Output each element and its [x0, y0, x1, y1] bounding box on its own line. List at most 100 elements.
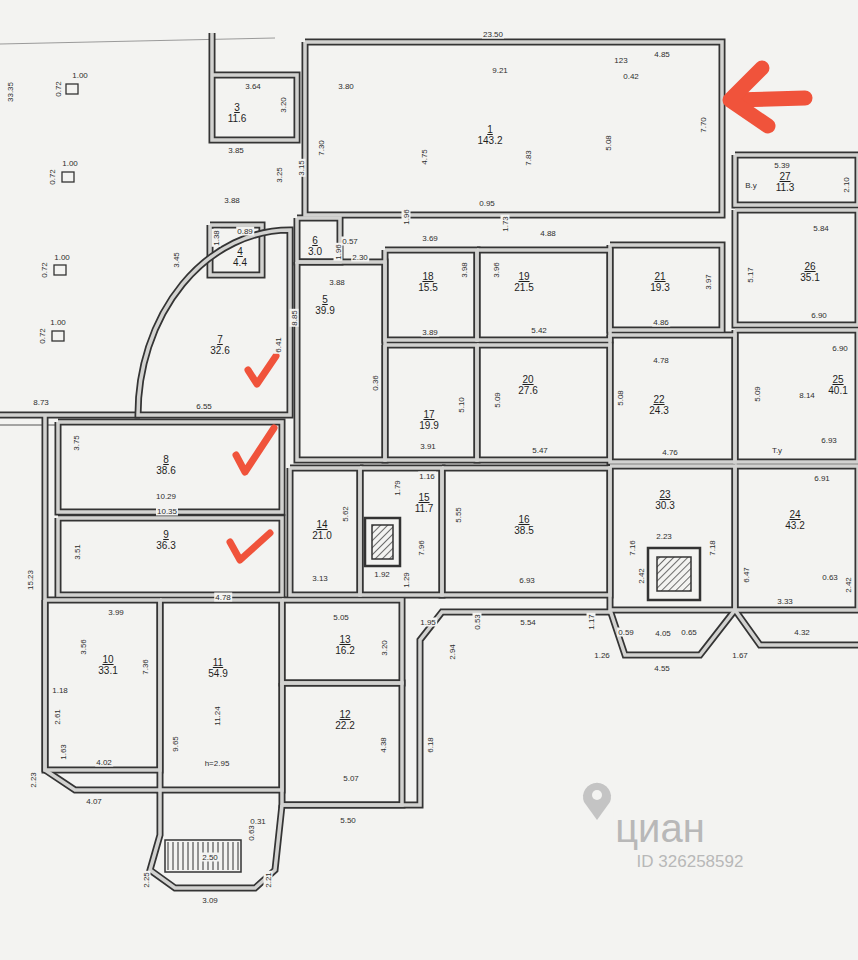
column [54, 265, 66, 275]
dimension: 5.54 [519, 618, 537, 627]
wall [610, 335, 735, 462]
dimension: 0.59 [617, 628, 635, 637]
room-height: h=2.95 [204, 759, 231, 768]
dimension: 6.91 [813, 474, 831, 483]
room-area: 11.7 [415, 503, 434, 514]
dimension: 2.23 [655, 532, 673, 541]
wall-fill [290, 468, 360, 595]
dimension: 2.25 [142, 871, 151, 889]
dimension: 3.99 [107, 608, 125, 617]
wall [282, 612, 610, 805]
dimension: 6.47 [742, 566, 751, 584]
wall-fill [735, 466, 858, 610]
room-label: 1143.2 [477, 124, 502, 146]
dimension: 5.50 [339, 816, 357, 825]
room-label: 1421.0 [312, 519, 331, 541]
room-label: 732.6 [210, 334, 229, 356]
wall-fill [160, 600, 282, 790]
dimension: 3.96 [492, 261, 501, 279]
room-number: 10 [98, 654, 117, 665]
dimension: 4.55 [653, 664, 671, 673]
dimension: 3.88 [328, 278, 346, 287]
arrow-mark [733, 98, 805, 100]
wall [610, 466, 735, 610]
dimension: 8.14 [798, 391, 816, 400]
room-mark: В.у [744, 181, 758, 190]
dimension: 3.20 [279, 96, 288, 114]
watermark: ID 326258592 [635, 852, 746, 872]
stair-tread [168, 842, 169, 870]
dimension: 3.75 [72, 434, 81, 452]
dimension: 1.00 [61, 159, 79, 168]
wall [150, 790, 282, 888]
room-number: 8 [156, 454, 175, 465]
wall-fill [282, 612, 610, 805]
dimension: 3.69 [421, 234, 439, 243]
dimension: 6.90 [831, 344, 849, 353]
room-area: 40.1 [828, 385, 847, 396]
wall [58, 422, 282, 512]
dimension: 1.95 [419, 618, 437, 627]
room: 936.3 [58, 518, 282, 595]
wall [477, 250, 610, 340]
dimension: 7.16 [628, 539, 637, 557]
dimension: 0.36 [371, 374, 380, 392]
room-number: 7 [210, 334, 229, 345]
room-area: 11.6 [228, 113, 247, 124]
room-number: 4 [233, 246, 247, 257]
dimension: 7.70 [699, 116, 708, 134]
dimension: 5.62 [341, 505, 350, 523]
dimension: 5.47 [531, 446, 549, 455]
dimension: 5.55 [454, 506, 463, 524]
room: 732.6 [138, 230, 290, 415]
dimension: 0.57 [341, 237, 359, 246]
room-number: 1 [477, 124, 502, 135]
room-area: 39.9 [315, 305, 334, 316]
wall [442, 468, 610, 595]
dimension: 5.09 [753, 385, 762, 403]
dimension: 1.16 [418, 472, 436, 481]
dimension: 3.80 [337, 82, 355, 91]
room-label: 311.6 [228, 102, 247, 124]
dimension: 4.78 [214, 593, 232, 602]
room-number: 11 [208, 657, 227, 668]
wall-line [0, 425, 58, 426]
dimension: 2.10 [842, 176, 851, 194]
room-number: 25 [828, 374, 847, 385]
room-label: 2119.3 [650, 271, 669, 293]
logo-pin-hole [592, 790, 602, 800]
dimension: 2.23 [29, 771, 38, 789]
dimension: 3.15 [297, 159, 306, 177]
room-number: 26 [800, 261, 819, 272]
wall [297, 262, 385, 460]
dimension: 7.30 [317, 139, 326, 157]
dimension: 3.13 [311, 574, 329, 583]
wall-fill [58, 422, 282, 512]
wall [360, 468, 442, 595]
dimension: 2.50 [201, 853, 219, 862]
dimension: 7.18 [708, 539, 717, 557]
check-mark [230, 533, 270, 560]
room-area: 143.2 [477, 135, 502, 146]
wall [735, 330, 858, 462]
room-area: 43.2 [785, 520, 804, 531]
dimension: 3.98 [460, 261, 469, 279]
room-mark: Т.у [771, 446, 783, 455]
room-label: 1222.2 [335, 709, 354, 731]
wall [282, 683, 402, 805]
dimension: 4.76 [661, 448, 679, 457]
dimension: 2.94 [448, 643, 457, 661]
wall [290, 468, 360, 595]
room-area: 24.3 [649, 405, 668, 416]
dimension: 6.93 [518, 576, 536, 585]
room-outline [138, 230, 290, 415]
stair-tread [193, 842, 194, 870]
room-area: 54.9 [208, 668, 227, 679]
room-area: 36.3 [156, 540, 175, 551]
room-number: 3 [228, 102, 247, 113]
dimension: 4.07 [85, 797, 103, 806]
dimension: 5.09 [493, 391, 502, 409]
dimension: 3.09 [201, 896, 219, 905]
room-number: 15 [415, 492, 434, 503]
wall [305, 42, 722, 215]
